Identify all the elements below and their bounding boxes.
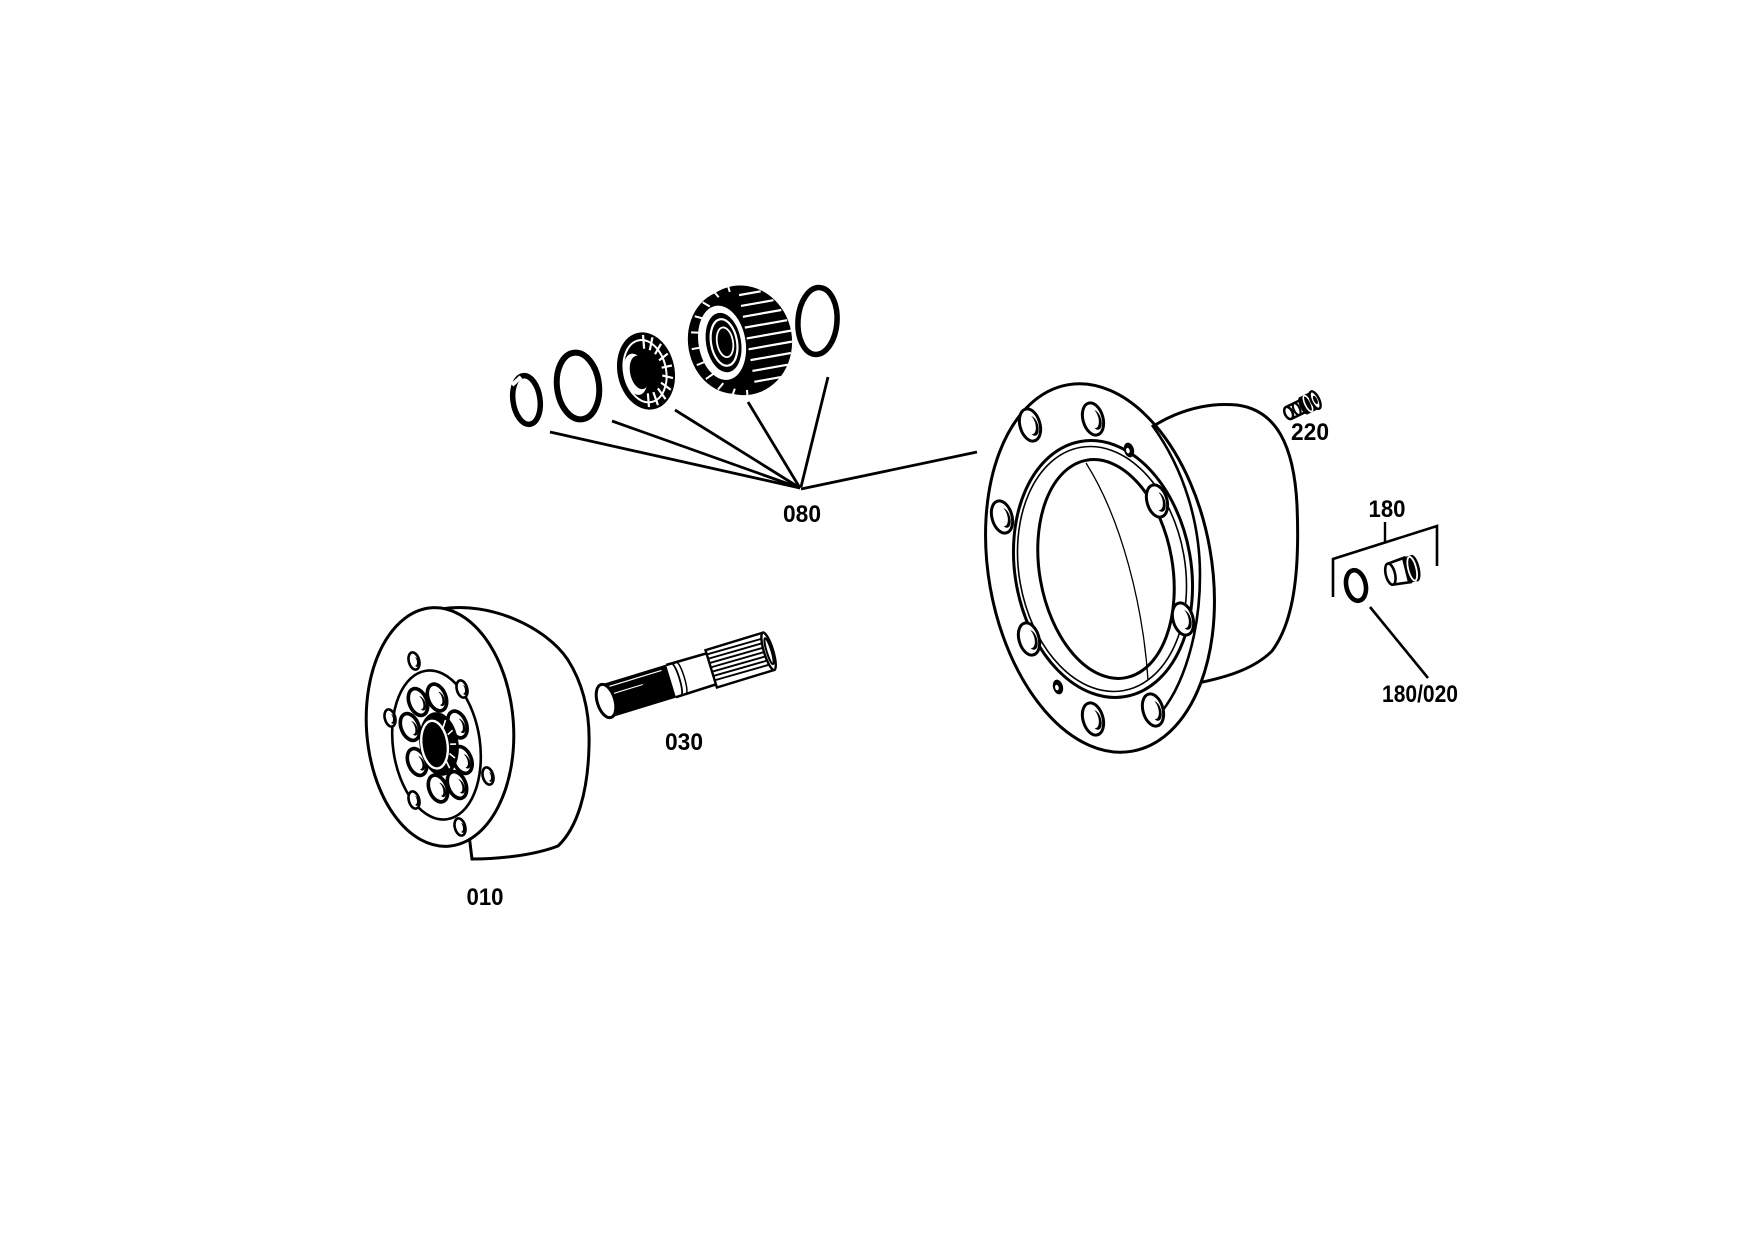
- kit-bush: [1383, 554, 1421, 586]
- planet-gear: [687, 284, 793, 398]
- retaining-ring: [509, 372, 544, 428]
- gear-teeth-stripes: [738, 290, 793, 383]
- sun-shaft: 030: [594, 631, 777, 756]
- bearing-rollers: [641, 334, 674, 408]
- label-030: 030: [665, 729, 703, 756]
- label-080: 080: [783, 501, 821, 528]
- label-180-020: 180/020: [1382, 681, 1458, 708]
- planet-carrier: 010: [364, 606, 591, 911]
- label-180: 180: [1369, 496, 1406, 523]
- kit-o-ring: [1343, 567, 1369, 604]
- kit-bracket: [1331, 524, 1439, 597]
- kit-leader-line: [1368, 606, 1430, 679]
- hub-rim-edge: [1150, 424, 1202, 718]
- label-220: 220: [1291, 419, 1329, 446]
- label-010: 010: [467, 884, 504, 911]
- wheel-hub: [984, 382, 1300, 754]
- round-ring: [795, 284, 840, 358]
- shaft-splines: [707, 637, 771, 681]
- leader-lines-080: [549, 376, 978, 491]
- bush-kit-180: 180 180/020: [1331, 496, 1458, 708]
- hub-bore: [1036, 458, 1176, 680]
- hex-screw: [1282, 390, 1322, 421]
- carrier-spline-bore: [419, 712, 459, 776]
- o-ring: [553, 349, 603, 423]
- taper-roller-bearing: [616, 332, 676, 410]
